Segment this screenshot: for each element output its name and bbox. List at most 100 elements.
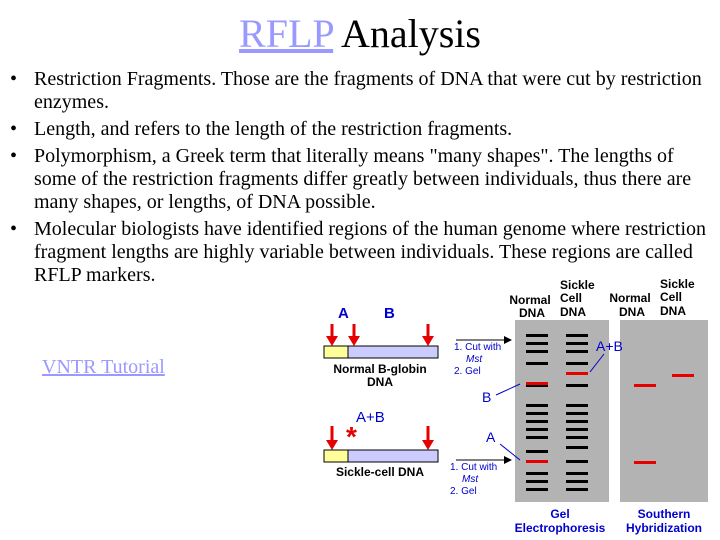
dna-segment-a <box>323 345 349 359</box>
gel-band <box>566 436 588 439</box>
gel-band <box>566 460 588 463</box>
col-sickle-label: Cell <box>560 291 582 305</box>
gel-band-b <box>526 382 548 385</box>
band-pointer <box>589 353 605 373</box>
dna-segment-a <box>323 449 349 463</box>
bullet-text: Molecular biologists have identified reg… <box>34 218 707 286</box>
cut-arrow-head <box>348 336 360 346</box>
cut-label: 1. Cut with <box>454 342 501 353</box>
site-b-label: B <box>384 305 395 322</box>
bullet-list: • Restriction Fragments. Those are the fr… <box>8 68 708 291</box>
southern-caption: Southern <box>638 507 691 521</box>
col-normal-label: Normal <box>609 291 650 305</box>
bullet-dot: • <box>10 68 18 90</box>
gel-step-label: 2. Gel <box>454 366 481 377</box>
gel-band <box>526 436 548 439</box>
band-label-a-plus-b: A+B <box>596 338 623 354</box>
band-label-a: A <box>486 429 496 445</box>
bullet-item: • Molecular biologists have identified re… <box>8 218 708 287</box>
gel-band-a-plus-b <box>566 372 588 375</box>
gel-band <box>566 420 588 423</box>
sickle-dna-label: Sickle-cell DNA <box>336 465 424 479</box>
slide-title: RFLP Analysis <box>0 8 720 60</box>
southern-band <box>634 461 656 464</box>
gel-band <box>526 412 548 415</box>
gel-band <box>566 428 588 431</box>
southern-caption: Hybridization <box>626 521 702 535</box>
gel-band <box>566 342 588 345</box>
gel-band <box>526 404 548 407</box>
sickle-sites-label: A+B <box>356 409 385 426</box>
southern-panel <box>620 320 708 502</box>
col-sickle-label: Sickle <box>660 277 695 291</box>
gel-step-label: 2. Gel <box>450 486 477 497</box>
mutation-mark: * <box>346 421 357 452</box>
col-sickle-label: Cell <box>660 290 682 304</box>
gel-band <box>566 446 588 449</box>
cut-arrow-head <box>422 440 434 450</box>
col-normal-label: DNA <box>519 306 545 320</box>
gel-band-a <box>526 460 548 463</box>
gel-band <box>566 362 588 365</box>
col-sickle-label: Sickle <box>560 278 595 292</box>
bullet-dot: • <box>10 118 18 140</box>
gel-band <box>526 334 548 337</box>
bullet-item: • Length, and refers to the length of the… <box>8 118 708 141</box>
rflp-diagram: A B Normal B-globin DNA A+B * Sickle-cel… <box>323 277 708 535</box>
bullet-text: Polymorphism, a Greek term that literall… <box>34 145 692 213</box>
rflp-title-link[interactable]: RFLP <box>239 11 334 56</box>
gel-band <box>526 350 548 353</box>
col-normal-label: Normal <box>509 293 550 307</box>
enzyme-label: Mst <box>462 474 479 485</box>
southern-bands <box>634 374 694 464</box>
enzyme-label: Mst <box>466 354 483 365</box>
gel-band <box>566 472 588 475</box>
col-sickle-label: DNA <box>560 305 586 319</box>
bullet-item: • Restriction Fragments. Those are the fr… <box>8 68 708 114</box>
gel-band <box>526 428 548 431</box>
gel-band <box>526 472 548 475</box>
gel-band <box>566 334 588 337</box>
col-sickle-label: DNA <box>660 304 686 318</box>
gel-band <box>526 384 548 387</box>
gel-band <box>566 412 588 415</box>
col-normal-label: DNA <box>619 305 645 319</box>
cut-arrow-head <box>422 336 434 346</box>
bullet-text: Length, and refers to the length of the … <box>34 118 513 140</box>
gel-caption: Gel <box>550 507 569 521</box>
band-pointer <box>495 383 521 396</box>
process-arrow-head <box>504 456 512 464</box>
cut-arrow-head <box>326 440 338 450</box>
bullet-text: Restriction Fragments. Those are the fra… <box>34 68 702 113</box>
southern-band <box>634 384 656 387</box>
gel-band <box>526 450 548 453</box>
gel-band <box>566 480 588 483</box>
vntr-tutorial-link[interactable]: VNTR Tutorial <box>42 356 165 378</box>
gel-band <box>566 488 588 491</box>
gel-caption: Electrophoresis <box>515 521 606 535</box>
bullet-dot: • <box>10 218 18 240</box>
band-pointer <box>499 443 521 461</box>
band-label-b: B <box>482 389 491 405</box>
normal-dna-label: Normal B-globin <box>333 362 426 376</box>
process-arrow-head <box>504 336 512 344</box>
gel-band <box>526 362 548 365</box>
gel-band <box>526 342 548 345</box>
gel-band <box>566 350 588 353</box>
title-text: Analysis <box>340 11 481 56</box>
gel-bands <box>526 334 588 491</box>
gel-band <box>566 404 588 407</box>
bullet-dot: • <box>10 145 18 167</box>
gel-band <box>566 384 588 387</box>
cut-arrow-head <box>326 336 338 346</box>
dna-segment-b <box>347 345 439 359</box>
gel-band <box>526 420 548 423</box>
site-a-label: A <box>338 305 349 322</box>
cut-label: 1. Cut with <box>450 462 497 473</box>
dna-segment-b <box>347 449 439 463</box>
gel-band <box>526 480 548 483</box>
gel-band <box>526 488 548 491</box>
southern-band <box>672 374 694 377</box>
normal-dna-label: DNA <box>367 375 393 389</box>
